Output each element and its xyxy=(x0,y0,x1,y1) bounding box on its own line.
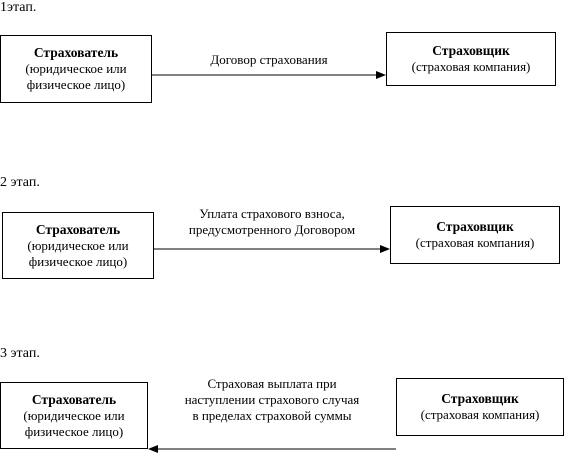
stage-1-edge-label: Договор страхования xyxy=(152,52,386,68)
stage-3-edge-line2: наступлении страхового случая xyxy=(184,392,360,407)
stage-1-insured-box: Страхователь (юридическое или физическое… xyxy=(0,35,152,103)
stage-1-insurer-box: Страховщик (страховая компания) xyxy=(386,32,556,86)
stage-1-insured-line2: физическое лицо) xyxy=(26,77,126,92)
stage-3-insured-line2: физическое лицо) xyxy=(24,423,124,439)
stage-2-edge-line1: Уплата страхового взноса, xyxy=(199,206,345,221)
stage-1-label: 1этап. xyxy=(0,0,37,15)
stage-2-insurer-box: Страховщик (страховая компания) xyxy=(390,206,560,264)
stage-2-label: 2 этап. xyxy=(0,175,40,190)
stage-1-insured-title: Страхователь xyxy=(33,45,119,60)
stage-2-insured-line2: физическое лицо) xyxy=(28,253,128,269)
stage-3-insured-title: Страхователь xyxy=(31,391,117,407)
stage-2-insurer-line1: (страховая компания) xyxy=(415,235,535,250)
stage-3-insured-line1: (юридическое или xyxy=(23,407,125,423)
stage-2-insured-box: Страхователь (юридическое или физическое… xyxy=(2,212,154,279)
stage-1-insurer-title: Страховщик xyxy=(432,43,510,58)
stage-2-edge-line2: предусмотренного Договором xyxy=(188,222,356,237)
stage-3-edge-line3: в пределах страховой суммы xyxy=(192,408,352,423)
stage-3-insurer-box: Страховщик (страховая компания) xyxy=(396,378,564,436)
stage-2-edge-label: Уплата страхового взноса, предусмотренно… xyxy=(154,206,390,238)
stage-1-insurer-line1: (страховая компания) xyxy=(411,59,531,74)
stage-3-insurer-line1: (страховая компания) xyxy=(420,407,540,422)
stage-3-insured-box: Страхователь (юридическое или физическое… xyxy=(0,382,148,449)
stage-1-edge-line1: Договор страхования xyxy=(210,52,328,67)
stage-3-label: 3 этап. xyxy=(0,346,40,361)
stage-1-insured-line1: (юридическое или xyxy=(25,61,127,76)
stage-2-insured-line1: (юридическое или xyxy=(27,237,129,253)
stage-3-edge-label: Страховая выплата при наступлении страхо… xyxy=(148,376,396,424)
stage-2-insured-title: Страхователь xyxy=(35,221,121,237)
stage-3-edge-line1: Страховая выплата при xyxy=(207,376,337,391)
stage-2-insurer-title: Страховщик xyxy=(436,219,514,234)
stage-3-insurer-title: Страховщик xyxy=(441,391,519,406)
